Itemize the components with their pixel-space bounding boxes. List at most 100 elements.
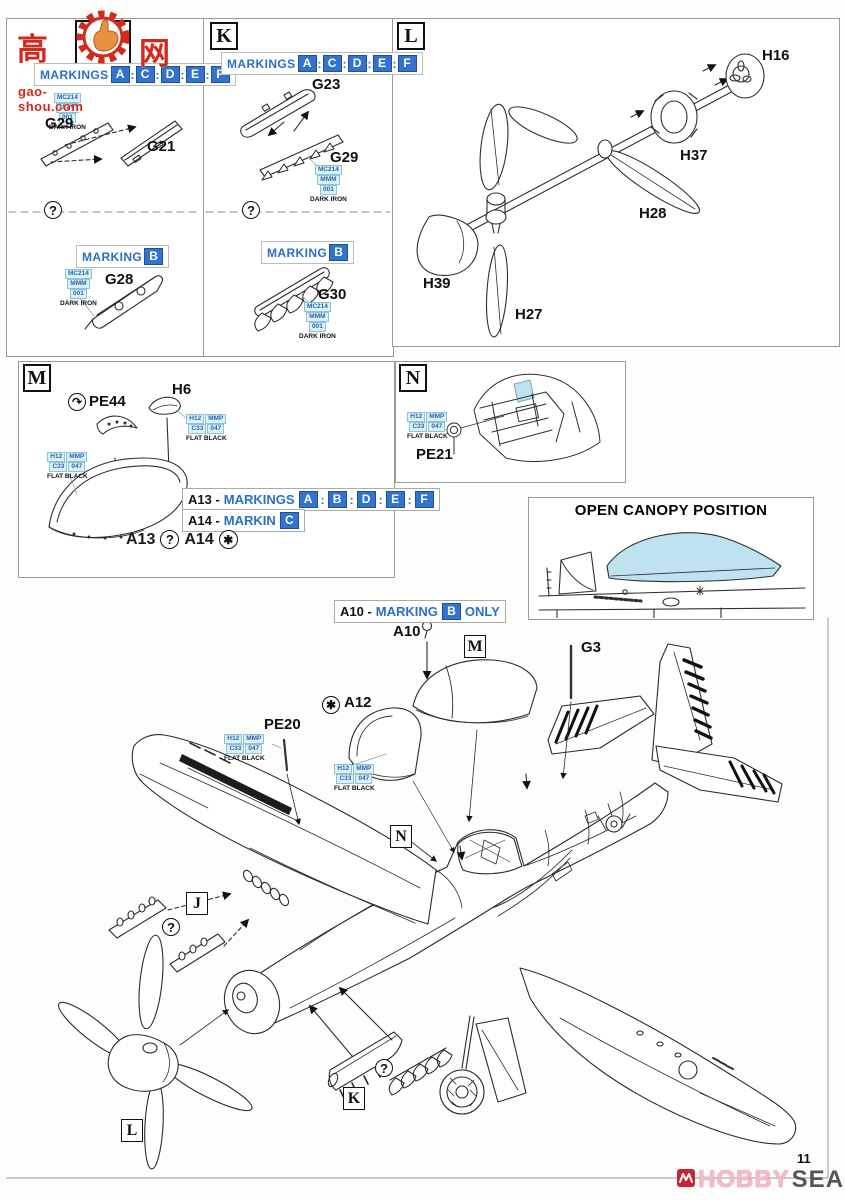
section-l-letter: L (404, 24, 418, 47)
optional-question-icon: ? (242, 201, 260, 219)
k-markings-word: MARKINGS (227, 56, 296, 71)
bend-glyph: ↷ (71, 395, 83, 409)
a13-letter: B (327, 491, 347, 508)
k-marking-letter: D (347, 55, 367, 72)
section-m-label: M (23, 364, 51, 392)
colon: : (407, 492, 412, 507)
main-assembly-drawing (6, 618, 829, 1179)
a10-marking-note: A10 - MARKING B ONLY (334, 600, 506, 623)
paint-code: H12 (186, 414, 205, 424)
ref-m-letter: M (467, 637, 483, 655)
hobbysearch-word-hobby: HOBBY (698, 1166, 790, 1193)
part-label-h28: H28 (639, 205, 667, 222)
colon: : (367, 56, 372, 71)
paint-code: MMP (243, 734, 265, 744)
paint-name: DARK IRON (49, 124, 86, 131)
j-marking-letter: C (135, 66, 155, 83)
section-n-drawing (435, 373, 601, 462)
a13-markings-note: A13 - MARKINGS A: B: D: E: F (182, 488, 440, 511)
paint-code: 047 (245, 744, 263, 754)
section-n-label: N (399, 364, 427, 392)
section-k-drawing (205, 89, 391, 332)
part-label-g29: G29 (330, 149, 359, 166)
k-markings-row: MARKINGS A: C: D: E: F (221, 52, 423, 75)
aircraft-drawing (131, 643, 797, 1145)
a14-word: MARKIN (223, 513, 276, 528)
colon: : (349, 492, 354, 507)
k-marking-word: MARKING (267, 245, 328, 260)
bend-pe-icon: ↷ (68, 393, 86, 411)
a13-prefix: A13 - (188, 492, 220, 507)
section-l: L H16 H37 H28 H39 H27 (392, 18, 840, 347)
j-marking-letter: E (185, 66, 205, 83)
optional-question-icon: ? (160, 530, 180, 549)
k-marking-letter: A (297, 55, 317, 72)
a10-suffix: ONLY (464, 604, 500, 619)
ref-label-k: K (343, 1087, 365, 1110)
gaoshou-char-right: 网 (139, 36, 170, 71)
part-label-a10: A10 (393, 623, 421, 640)
paint-code: MMM (317, 175, 340, 185)
paint-code: MC214 (303, 302, 331, 312)
optional-question-icon: ? (44, 201, 62, 219)
paint-code: 047 (428, 422, 446, 432)
gaoshou-domain: gao-shou.com (18, 84, 84, 114)
paint-name: FLAT BLACK (407, 433, 448, 440)
paint-callout-dark-iron: MC214 MMM 001 DARK IRON (299, 302, 336, 341)
paint-code: MMM (67, 279, 90, 289)
j-marking-letter: A (110, 66, 130, 83)
paint-code: MMP (426, 412, 448, 422)
paint-code: MC214 (314, 165, 342, 175)
section-n-letter: N (405, 366, 421, 389)
part-label-h6: H6 (172, 381, 192, 398)
open-canopy-drawing (538, 532, 806, 618)
colon: : (342, 56, 347, 71)
star-glyph: ✱ (325, 698, 337, 712)
paint-code: 047 (68, 462, 86, 472)
hobbysearch-watermark: HOBBY SEARCH (676, 1166, 845, 1194)
paint-code: 001 (58, 113, 76, 123)
paint-callout-dark-iron: MC214 MMM 001 DARK IRON (49, 93, 86, 132)
section-j-drawing (8, 120, 201, 330)
star-option-icon: ✱ (322, 696, 340, 714)
paint-name: FLAT BLACK (47, 473, 88, 480)
k-marking-letter: F (397, 55, 417, 72)
part-label-pe21: PE21 (416, 446, 453, 463)
gaoshou-logo-icon (74, 8, 132, 71)
a14-option: A14 (184, 530, 214, 548)
question-glyph: ? (247, 202, 255, 218)
section-j: J MARKINGS A: C: D: E: F MC214 MMM 001 D… (6, 18, 236, 357)
colon: : (130, 67, 135, 82)
a10-word: MARKING (375, 604, 438, 619)
star-option-icon: ✱ (218, 530, 238, 549)
paint-code: MMM (306, 312, 329, 322)
ref-k-letter: K (347, 1089, 361, 1107)
a13-option: A13 (126, 530, 156, 548)
paint-code: H12 (407, 412, 426, 422)
paint-code: MMP (353, 764, 375, 774)
optional-question-icon: ? (162, 918, 180, 936)
section-m-letter: M (27, 366, 47, 389)
k-marking-letter: C (322, 55, 342, 72)
page-number: 11 (797, 1151, 811, 1166)
section-k: K MARKINGS A: C: D: E: F G23 G29 MC214 M… (203, 18, 423, 357)
part-label-g23: G23 (312, 76, 341, 93)
part-label-g29: G29 (45, 115, 74, 132)
paint-name: DARK IRON (299, 333, 336, 340)
paint-code: 047 (207, 424, 225, 434)
part-label-g30: G30 (318, 286, 347, 303)
colon: : (317, 56, 322, 71)
j-marking-letter: D (160, 66, 180, 83)
ref-label-m: M (464, 635, 486, 658)
part-label-g3: G3 (581, 639, 602, 656)
paint-code: H12 (334, 764, 353, 774)
k-marking-letter: E (372, 55, 392, 72)
part-label-a12: A12 (344, 694, 372, 711)
hobbysearch-word-search: SEARCH (791, 1166, 845, 1193)
ref-j-letter: J (193, 894, 201, 912)
